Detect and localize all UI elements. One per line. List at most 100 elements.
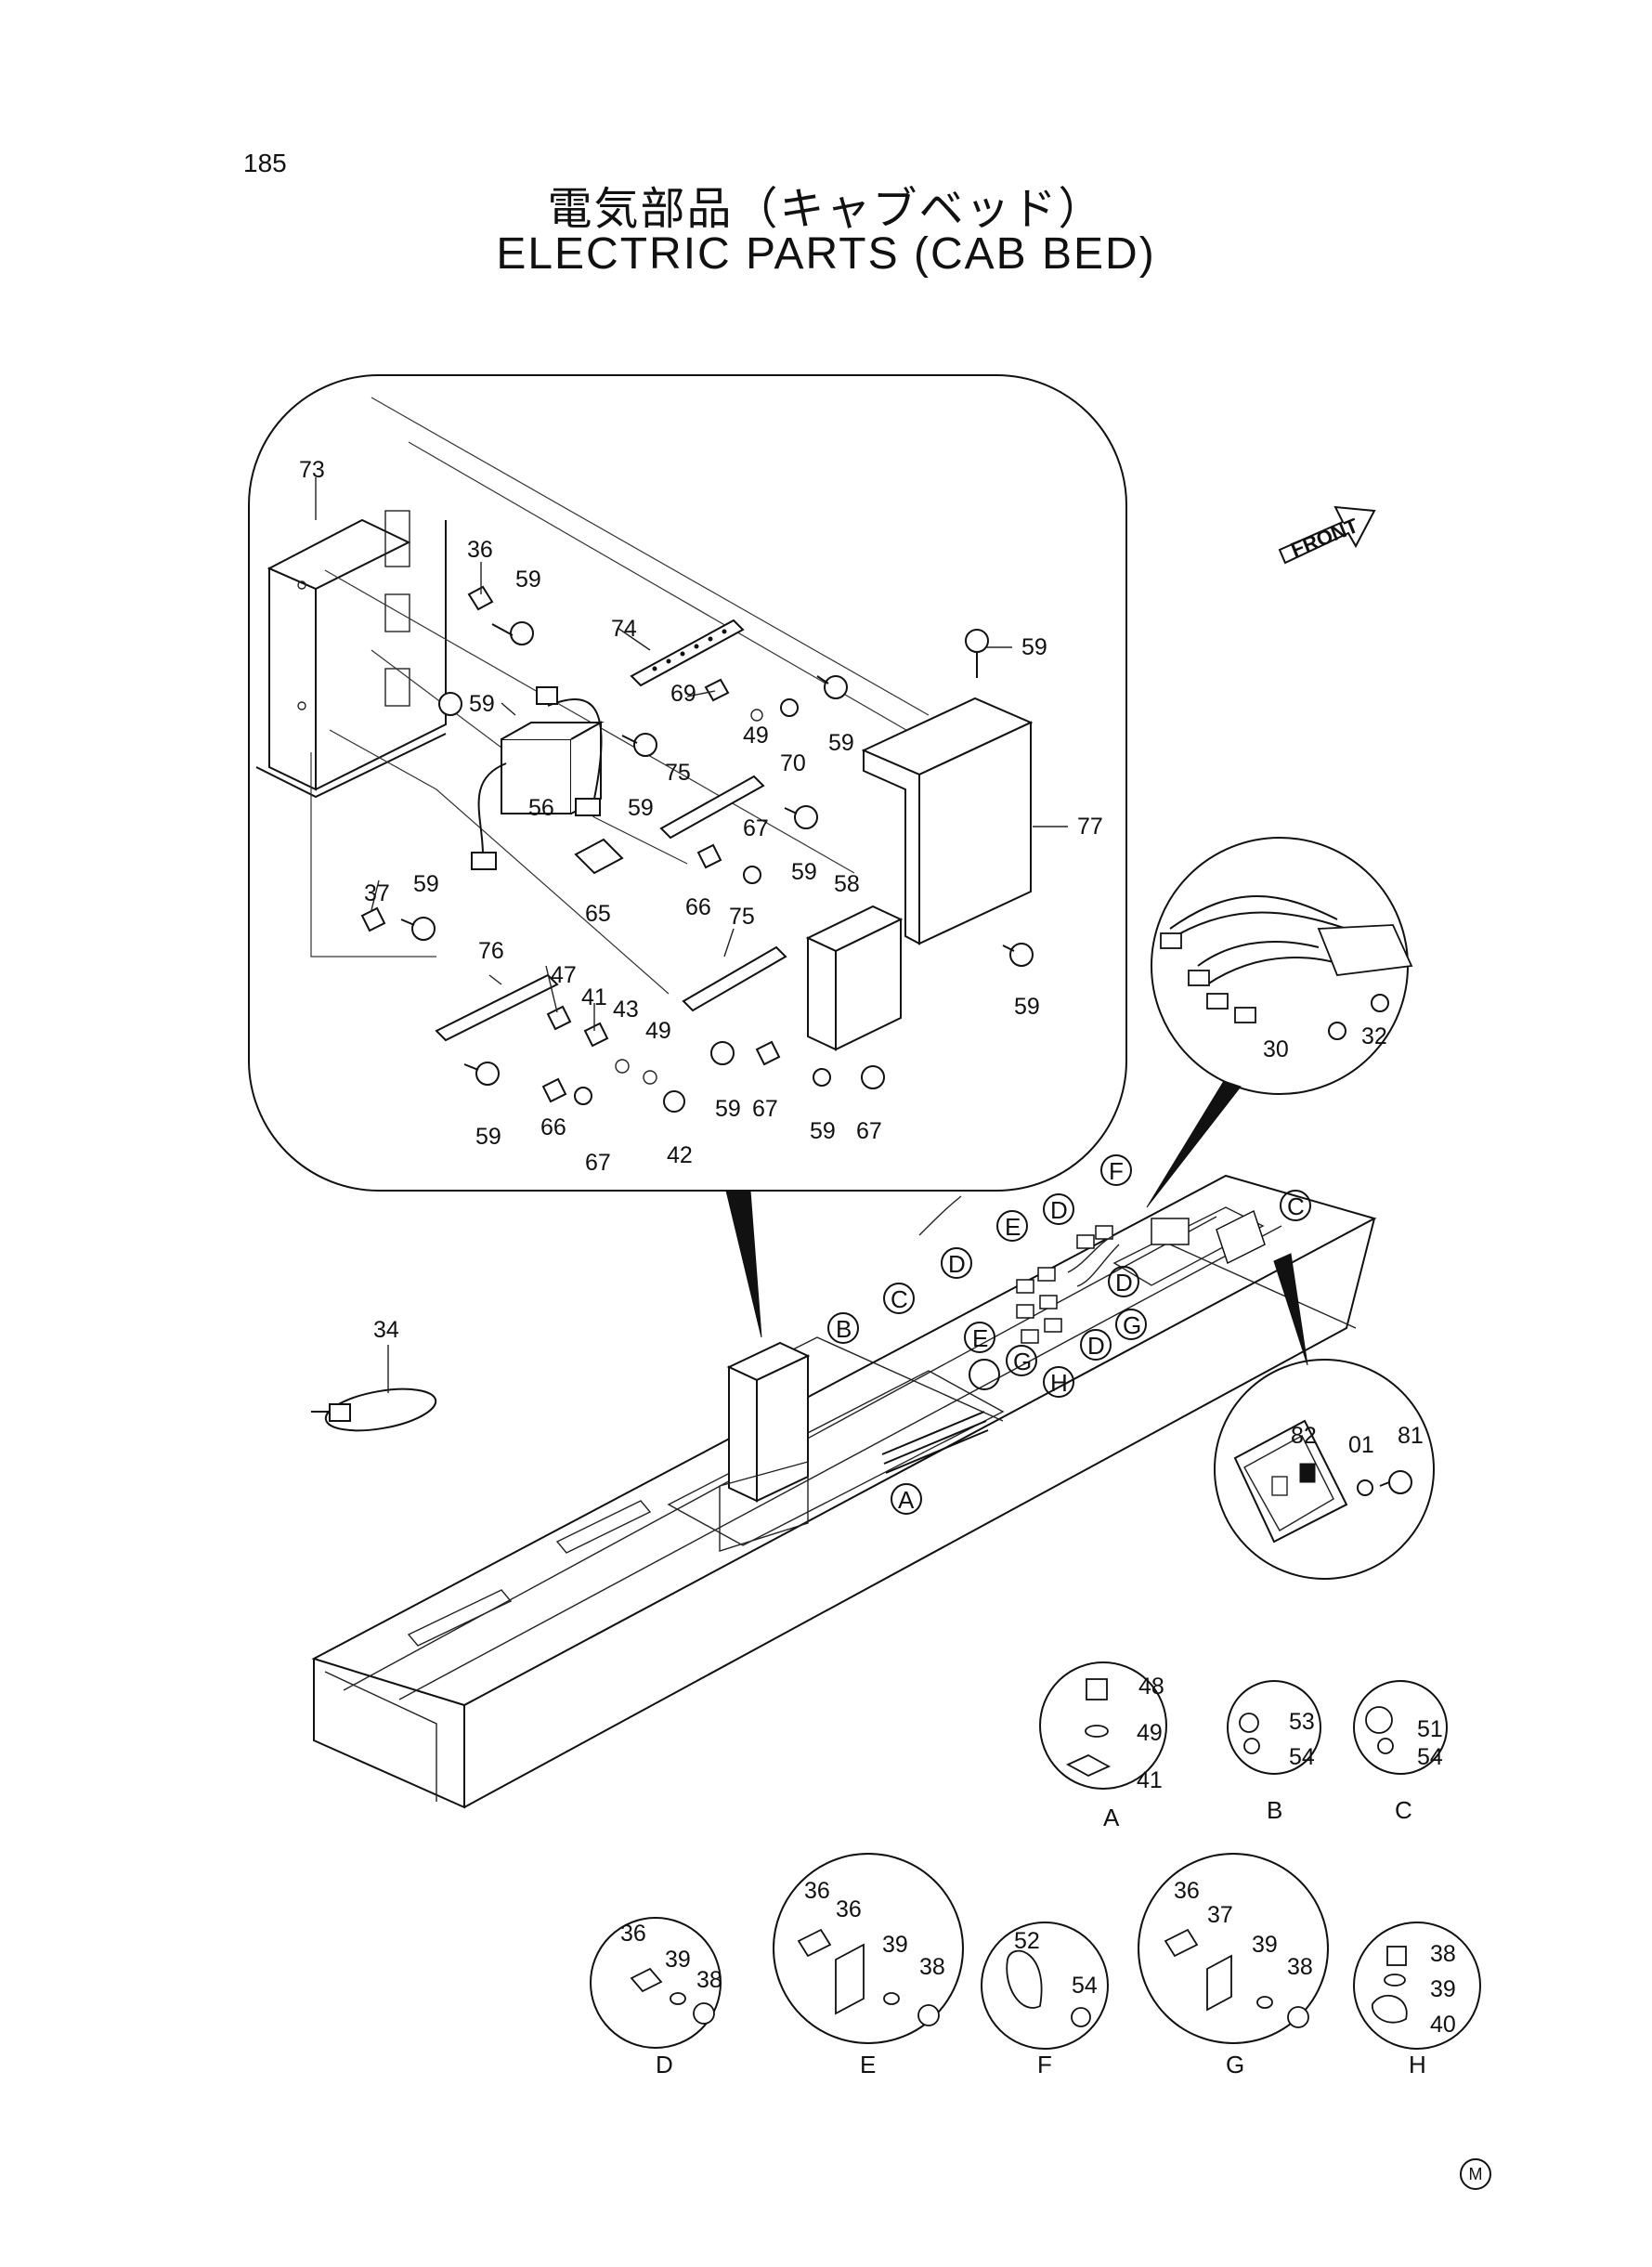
svg-text:51: 51: [1417, 1716, 1443, 1742]
part-number: 59: [828, 730, 854, 756]
part-number: 70: [780, 750, 806, 776]
svg-text:G: G: [1013, 1348, 1032, 1375]
m-mark-symbol: M: [1460, 2158, 1491, 2190]
part-number: 77: [1077, 814, 1103, 840]
svg-text:D: D: [1087, 1332, 1105, 1360]
part-number: 34: [373, 1317, 399, 1343]
svg-text:36: 36: [1174, 1878, 1200, 1904]
part-number: 67: [752, 1096, 778, 1122]
part-number: 36: [467, 537, 493, 563]
part-number: 81: [1398, 1423, 1424, 1449]
svg-text:39: 39: [1252, 1932, 1278, 1958]
svg-text:E: E: [972, 1324, 988, 1352]
letter-callout: G: [1006, 1345, 1037, 1376]
electrical-box-detail-frame: [248, 374, 1127, 1338]
part-number: 59: [628, 795, 654, 821]
part-number: 74: [611, 616, 637, 642]
part-number: 01: [1348, 1432, 1374, 1458]
svg-text:B: B: [1267, 1796, 1282, 1824]
letter-callout: F: [1100, 1154, 1132, 1186]
svg-text:C: C: [1395, 1796, 1412, 1824]
svg-text:54: 54: [1289, 1744, 1315, 1770]
part-number-callouts: 73 36 59 74 59 69 49 70 59 59 59 75 59 6…: [299, 457, 1103, 1176]
letter-callout: D: [1108, 1266, 1139, 1297]
svg-text:A: A: [898, 1486, 915, 1514]
part-number: 69: [670, 681, 696, 707]
part-number: 59: [515, 567, 541, 593]
part-number: 59: [715, 1096, 741, 1122]
svg-text:39: 39: [1430, 1976, 1456, 2002]
part-number: 67: [856, 1118, 882, 1144]
part-number: 75: [665, 760, 691, 786]
small-fasteners: [360, 585, 1034, 1113]
part-number: 65: [585, 901, 611, 927]
svg-text:E: E: [1005, 1213, 1021, 1241]
svg-text:A: A: [1103, 1804, 1120, 1831]
svg-text:52: 52: [1014, 1928, 1040, 1954]
cover-77: [861, 697, 1034, 945]
part-number: 76: [478, 938, 504, 964]
part-number: 66: [540, 1114, 566, 1140]
label-plate-65: [574, 838, 624, 875]
part-number: 66: [685, 894, 711, 920]
svg-text:D: D: [948, 1250, 966, 1278]
svg-text:G: G: [1123, 1311, 1141, 1339]
switch-detail-frame: [1214, 1253, 1435, 1580]
letter-callout: G: [1115, 1309, 1147, 1340]
svg-text:54: 54: [1072, 1973, 1098, 1999]
part-number: 59: [1014, 994, 1040, 1020]
svg-text:38: 38: [1430, 1941, 1456, 1967]
part-number: 59: [475, 1124, 501, 1150]
part-number: 59: [413, 871, 439, 897]
part-number: 67: [585, 1150, 611, 1176]
svg-text:D: D: [1115, 1269, 1133, 1296]
letter-callout: E: [996, 1210, 1028, 1242]
part-number: 75: [729, 904, 755, 930]
part-number: 59: [1021, 634, 1047, 660]
page-title-english: ELECTRIC PARTS (CAB BED): [496, 229, 1156, 279]
misc-part-callouts: 34 82 01 81 30 32: [373, 1023, 1424, 1458]
svg-text:H: H: [1050, 1369, 1068, 1397]
letter-callout: D: [969, 1359, 1000, 1390]
part-number: 30: [1263, 1036, 1289, 1062]
part-number: 59: [791, 859, 817, 885]
letter-callout: C: [1280, 1190, 1311, 1221]
callout-leaders: [315, 477, 1068, 1031]
svg-text:36: 36: [804, 1878, 830, 1904]
svg-text:54: 54: [1417, 1744, 1443, 1770]
harness-detail-frame: [1146, 837, 1413, 1208]
svg-text:H: H: [1409, 2051, 1426, 2078]
svg-text:49: 49: [1137, 1720, 1163, 1746]
letter-callout: D: [1043, 1193, 1074, 1225]
part-number: 43: [613, 997, 639, 1023]
part-number: 67: [743, 815, 769, 841]
svg-text:37: 37: [1207, 1902, 1233, 1928]
part-number: 32: [1361, 1023, 1387, 1049]
letter-callout: D: [941, 1247, 972, 1279]
svg-text:41: 41: [1137, 1767, 1163, 1793]
page-title-japanese: 電気部品（キャブベッド）: [547, 183, 1105, 235]
letter-callout: H: [1043, 1366, 1074, 1398]
svg-text:48: 48: [1138, 1674, 1164, 1700]
svg-text:38: 38: [1287, 1954, 1313, 1980]
svg-text:C: C: [891, 1285, 908, 1313]
letter-callout: A: [891, 1483, 922, 1515]
part-number: 49: [645, 1018, 671, 1044]
letter-callout: D: [1080, 1329, 1112, 1361]
svg-text:39: 39: [665, 1947, 691, 1973]
svg-text:38: 38: [696, 1967, 722, 1993]
svg-text:F: F: [1109, 1157, 1124, 1185]
part-number: 49: [743, 723, 769, 749]
part-number: 37: [364, 880, 390, 906]
part-number: 42: [667, 1142, 693, 1168]
part-number: 47: [551, 962, 577, 988]
svg-text:F: F: [1037, 2051, 1052, 2078]
svg-text:C: C: [1287, 1192, 1305, 1220]
cab-bed-chassis: [311, 1174, 1377, 1809]
mounting-strips: [435, 619, 787, 1042]
letter-callout: C: [883, 1283, 915, 1314]
front-arrow-icon: FRONT: [1278, 505, 1376, 565]
letter-callout: E: [964, 1322, 995, 1353]
part-number: 58: [834, 871, 860, 897]
